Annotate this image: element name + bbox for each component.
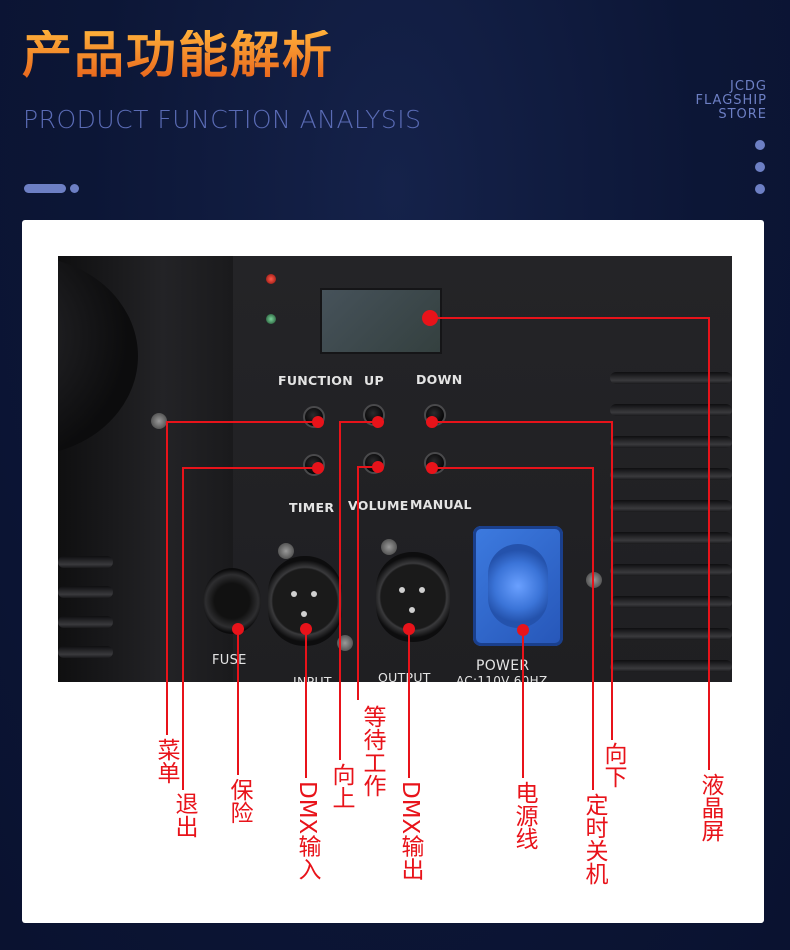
store-line: STORE: [718, 107, 767, 122]
annotation-up: 向上: [328, 763, 354, 809]
page-subtitle: PRODUCT FUNCTION ANALYSIS: [23, 105, 422, 134]
callout-dot: [426, 416, 438, 428]
screw: [381, 539, 397, 555]
store-line: FLAGSHIP: [695, 93, 767, 108]
page-title: 产品功能解析: [22, 26, 334, 84]
fuse-holder[interactable]: [203, 568, 261, 634]
annotation-fuse: 保险: [226, 778, 252, 824]
vent-slot: [58, 586, 113, 598]
vent-slot: [610, 372, 732, 384]
screw: [278, 543, 294, 559]
power-connector[interactable]: [473, 526, 563, 646]
annotation-standby: 等待工作: [359, 705, 385, 797]
callout-line-down: [432, 421, 613, 740]
annotation-dmx-in: DMX输入: [294, 781, 320, 881]
manual-label: MANUAL: [410, 497, 472, 512]
volume-label: VOLUME: [348, 498, 409, 513]
pin: [311, 591, 317, 597]
vent-slot: [58, 616, 113, 628]
vent-slot: [610, 628, 732, 640]
callout-dot: [372, 416, 384, 428]
decor-dot: [755, 162, 765, 172]
vent-slot: [610, 436, 732, 448]
vent-slot: [610, 532, 732, 544]
callout-dot: [232, 623, 244, 635]
annotation-power-cord: 电源线: [511, 781, 537, 850]
decor-dot: [70, 184, 79, 193]
callout-dot: [312, 462, 324, 474]
screw: [151, 413, 167, 429]
callout-line-menu: [166, 421, 318, 735]
annotation-down: 向下: [600, 742, 626, 788]
pin: [409, 607, 415, 613]
annotation-lcd: 液晶屏: [697, 773, 723, 842]
vent-slot: [610, 468, 732, 480]
store-badge: JCDG FLAGSHIP STORE: [696, 80, 767, 122]
annotation-dmx-out: DMX输出: [397, 781, 423, 881]
vent-slot: [610, 500, 732, 512]
decor-dot: [755, 140, 765, 150]
callout-dot: [403, 623, 415, 635]
power-label: POWER: [476, 658, 530, 674]
callout-line-standby: [357, 466, 378, 700]
decor-pill: [24, 184, 66, 193]
pin: [301, 611, 307, 617]
status-led-red: [266, 274, 276, 284]
annotation-timer-off: 定时关机: [581, 793, 607, 885]
status-led-green: [266, 314, 276, 324]
lcd-screen: [320, 288, 442, 354]
down-label: DOWN: [416, 372, 463, 387]
store-line: JCDG: [730, 79, 767, 94]
timer-label: TIMER: [289, 500, 335, 515]
callout-line-timer: [432, 467, 594, 790]
function-label: FUNCTION: [278, 373, 353, 388]
callout-dot: [517, 624, 529, 636]
vent-slot: [610, 404, 732, 416]
callout-dot: [312, 416, 324, 428]
vent-slot: [610, 596, 732, 608]
callout-dot: [426, 462, 438, 474]
callout-line-lcd: [430, 317, 710, 770]
callout-line-up: [339, 421, 378, 760]
vent-slot: [610, 660, 732, 672]
input-label: INPUT: [293, 674, 332, 682]
annotation-menu: 菜单: [153, 738, 179, 784]
callout-line-exit: [182, 467, 318, 790]
vent-slot: [58, 646, 113, 658]
decor-dot: [755, 184, 765, 194]
power-spec-label: AC:110V,60HZ: [456, 674, 548, 682]
vent-slot: [58, 556, 113, 568]
callout-dot: [422, 310, 438, 326]
callout-dot: [300, 623, 312, 635]
pin: [399, 587, 405, 593]
pin: [291, 591, 297, 597]
power-connector-core: [488, 544, 548, 628]
pin: [419, 587, 425, 593]
annotation-exit: 退出: [171, 792, 197, 838]
callout-dot: [372, 461, 384, 473]
output-label: OUTPUT: [378, 670, 431, 682]
up-label: UP: [364, 373, 384, 388]
vent-slot: [610, 564, 732, 576]
